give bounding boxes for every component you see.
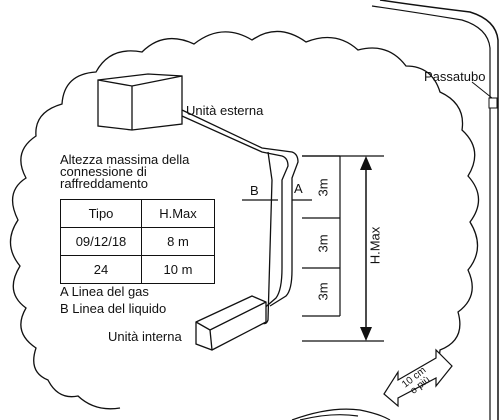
pipe-line-gas [181, 109, 299, 307]
floor-edge-inner [299, 414, 359, 420]
pipe-pass-marker [488, 97, 498, 109]
table-cell: 24 [60, 255, 142, 284]
gas-marker-label: A [294, 181, 303, 196]
liquid-marker-label: B [250, 183, 259, 198]
right-wall-inner [371, 5, 491, 420]
table-row: 24 10 m [60, 255, 215, 284]
note-line-3: raffreddamento [60, 176, 148, 191]
note-line-2: connessione di [60, 164, 147, 179]
table-cell: 8 m [141, 227, 215, 256]
pipe-pass-label: Passatubo [424, 69, 486, 84]
legend: A Linea del gas B Linea del liquido [60, 284, 166, 316]
hmax-label: H.Max [367, 226, 383, 265]
pipe-line-liquid [181, 115, 289, 311]
table-cell: 09/12/18 [60, 227, 142, 256]
table-cell: 10 m [141, 255, 215, 284]
clearance-arrow [383, 348, 453, 408]
table-header-type: Tipo [60, 199, 142, 228]
table-header-row: Tipo H.Max [60, 199, 215, 228]
table-row: 09/12/18 8 m [60, 227, 215, 256]
legend-gas: A Linea del gas [60, 284, 149, 299]
segment-label-2: 3m [315, 234, 331, 253]
floor-edge [291, 408, 391, 420]
pipe-line-outer [255, 151, 273, 325]
segment-label-1: 3m [315, 178, 331, 197]
max-height-table: Tipo H.Max 09/12/18 8 m 24 10 m [60, 199, 215, 284]
outdoor-unit-label: Unità esterna [186, 103, 264, 118]
right-wall [379, 0, 499, 420]
note-line-1: Altezza massima della [60, 152, 190, 167]
pipe-pass-leader [471, 81, 493, 99]
table-header-hmax: H.Max [141, 199, 215, 228]
max-height-note: Altezza massima della connessione di raf… [60, 152, 189, 191]
segment-label-3: 3m [315, 282, 331, 301]
indoor-unit-label: Unità interna [108, 329, 182, 344]
hmax-arrow-head-bottom [360, 327, 372, 341]
outdoor-unit-box [97, 73, 183, 131]
room-outline [9, 30, 480, 410]
legend-liquid: B Linea del liquido [60, 301, 167, 316]
hmax-arrow-head-top [360, 156, 372, 170]
indoor-unit-box [195, 295, 267, 351]
